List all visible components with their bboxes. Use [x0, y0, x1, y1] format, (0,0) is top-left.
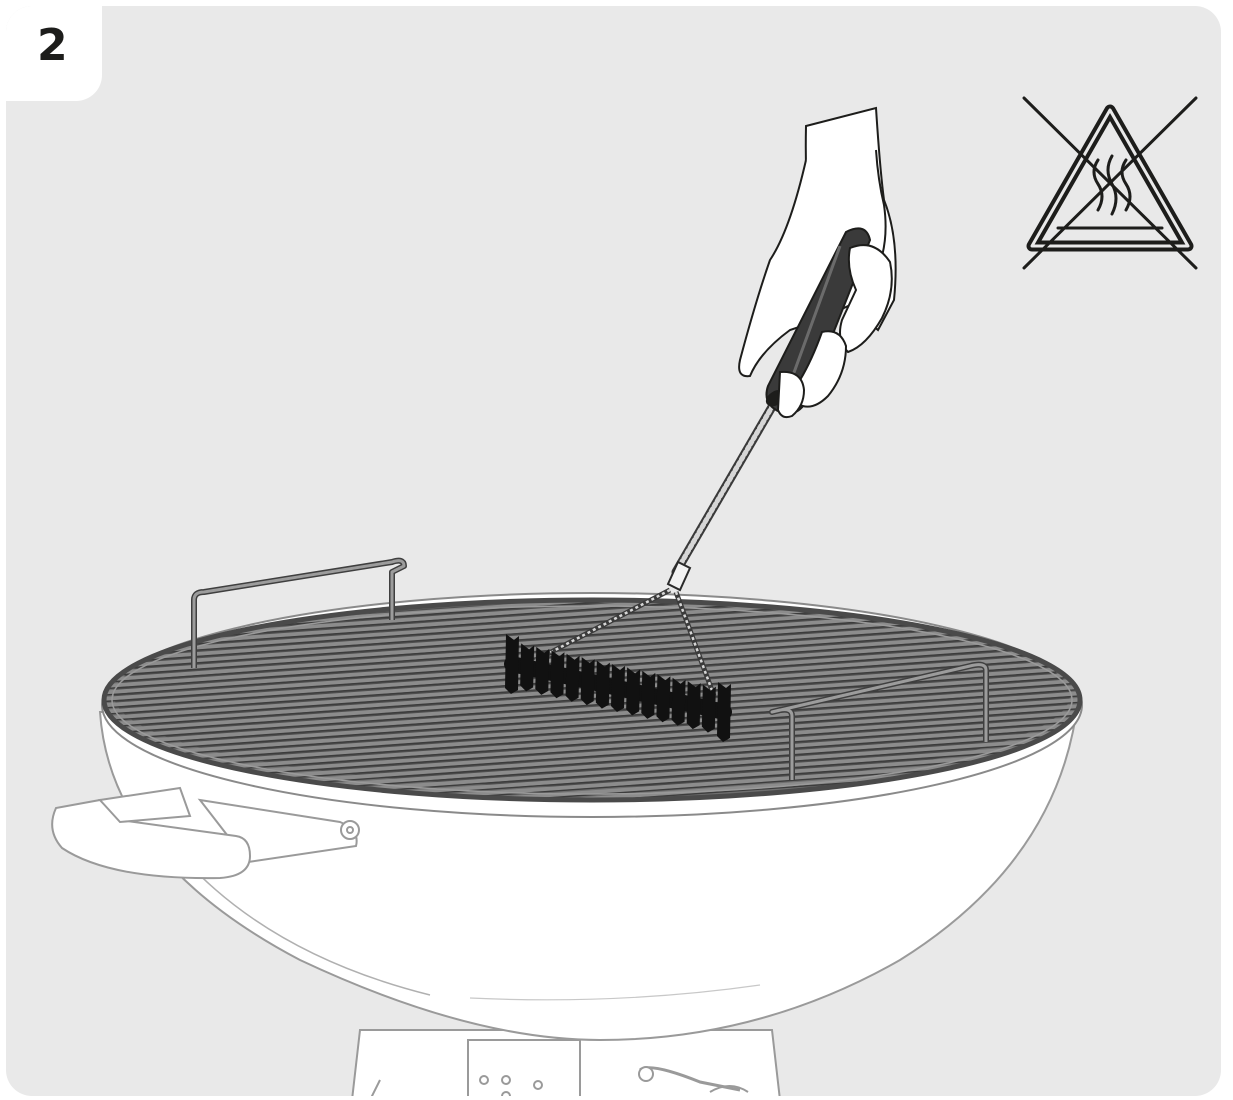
grill-stand [352, 1030, 780, 1096]
bristle-tuft [581, 657, 595, 705]
bristle-tuft [641, 671, 655, 719]
instruction-panel: 2 [6, 6, 1221, 1096]
no-hot-surface-icon [1024, 98, 1196, 268]
bristle-tuft [566, 654, 580, 702]
bristle-tuft [611, 664, 625, 712]
step-badge: 2 [6, 6, 102, 101]
bristle-tuft [550, 650, 564, 698]
hand [739, 108, 896, 417]
bristle-tuft [687, 681, 701, 729]
bristle-tuft [626, 667, 640, 715]
step-number: 2 [37, 24, 68, 68]
bristle-tuft [717, 682, 731, 742]
bristle-tuft [505, 634, 519, 694]
bristle-tuft [535, 647, 549, 695]
grill-illustration [6, 6, 1221, 1096]
bristle-tuft [702, 685, 716, 733]
bristle-tuft [520, 643, 534, 691]
bristle-tuft [656, 674, 670, 722]
bristle-tuft [672, 678, 686, 726]
bristle-tuft [596, 661, 610, 709]
